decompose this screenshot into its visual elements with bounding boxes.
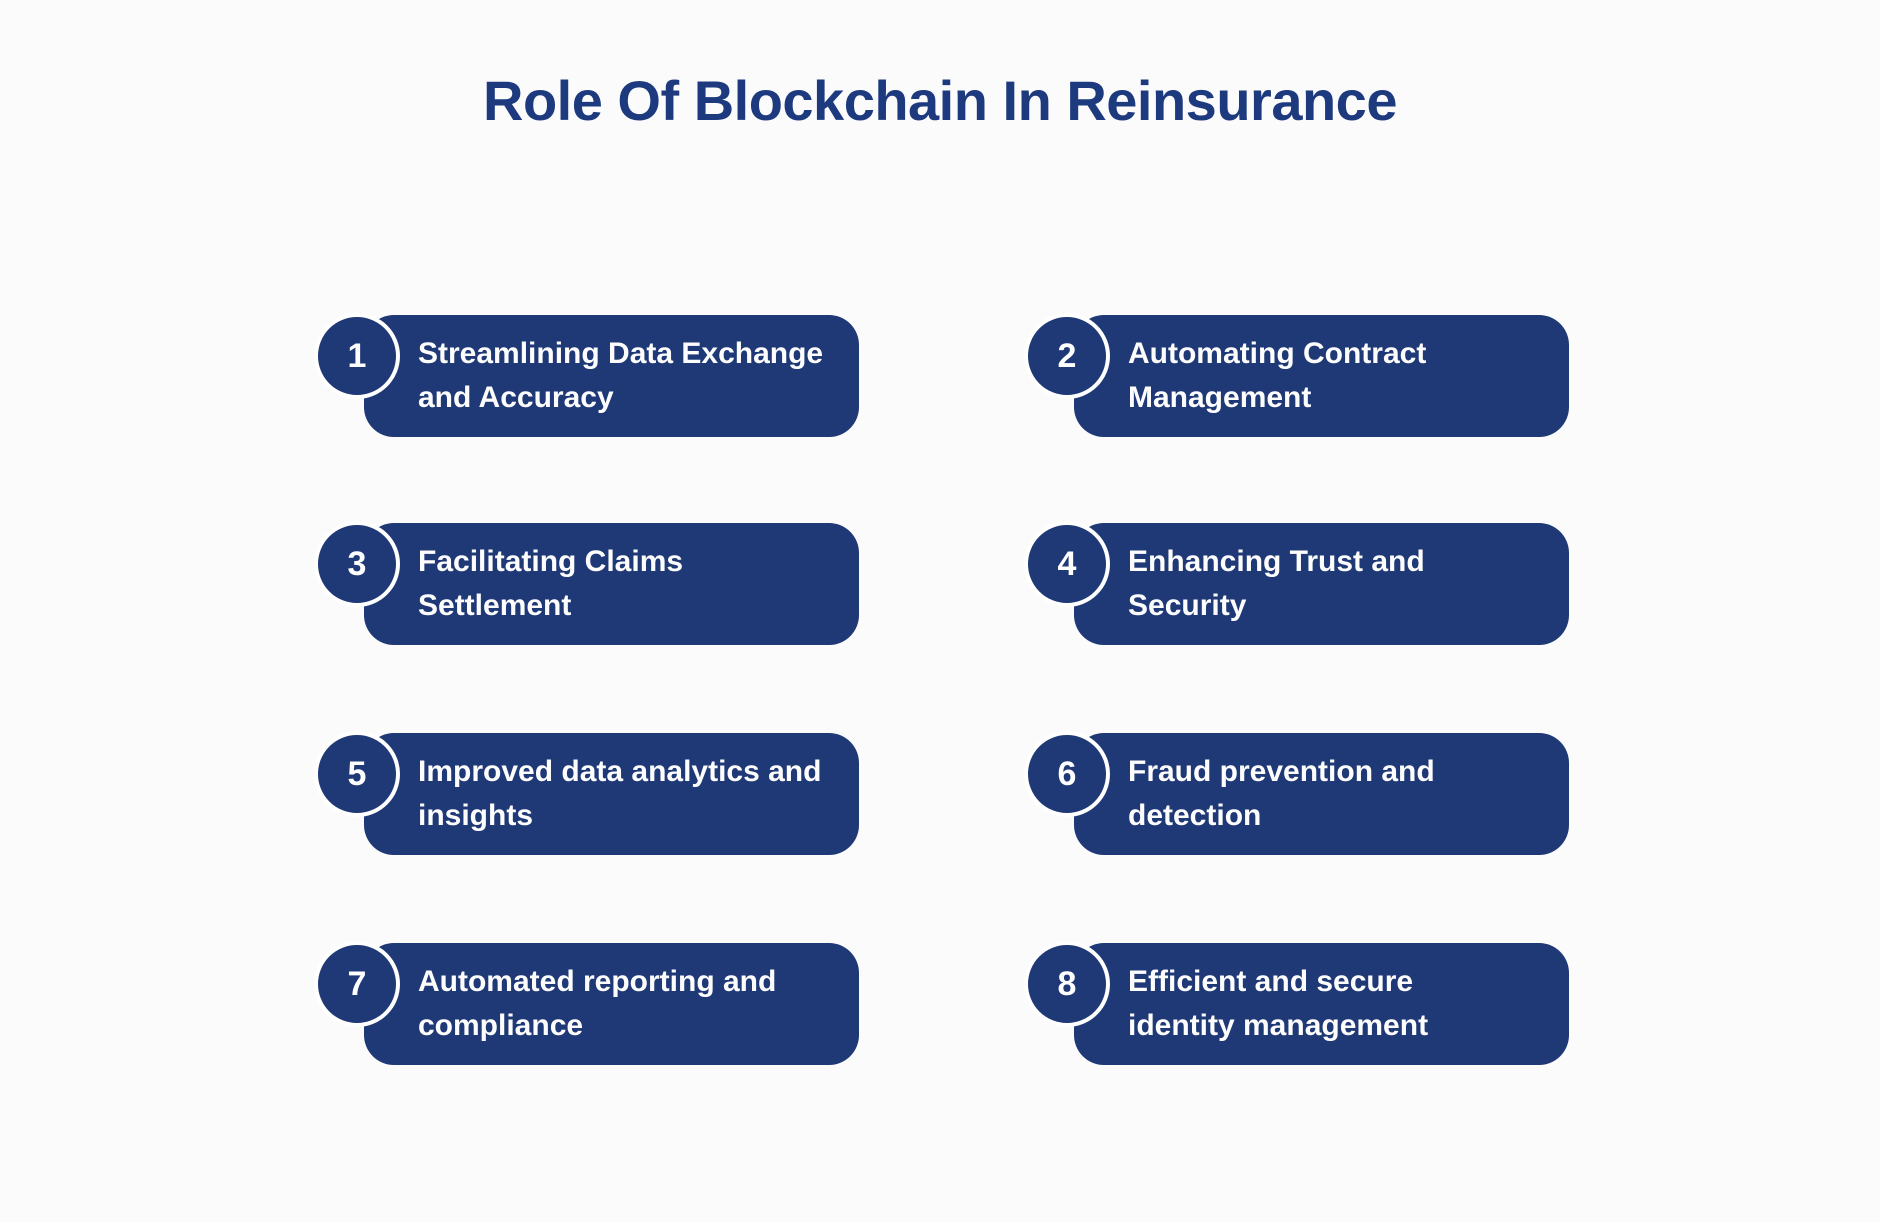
card-label-line-2: and Accuracy	[418, 381, 614, 414]
card-label-line-2: identity management	[1128, 1009, 1429, 1042]
card-label-line-1: Efficient and secure	[1128, 965, 1414, 998]
numbered-card: 7 Automated reporting and compliance	[314, 941, 859, 1065]
numbered-card: 2 Automating Contract Management	[1024, 313, 1569, 437]
number-badge: 7	[314, 941, 400, 1027]
card-label: Automating Contract Management	[1074, 332, 1436, 420]
number-badge-label: 2	[1057, 336, 1077, 375]
number-badge-label: 5	[347, 754, 367, 793]
card-label: Enhancing Trust and Security	[1074, 540, 1435, 628]
number-badge: 8	[1024, 941, 1110, 1027]
card-label-line-1: Automating Contract	[1128, 337, 1427, 370]
number-badge-label: 4	[1057, 544, 1077, 583]
number-badge: 1	[314, 313, 400, 399]
card-label-line-2: insights	[418, 799, 534, 832]
card-label-line-1: Fraud prevention and	[1128, 755, 1435, 788]
card-label-line-1: Automated reporting and	[418, 965, 777, 998]
card-label-line-1: Streamlining Data Exchange	[418, 337, 824, 370]
numbered-card: 3 Facilitating Claims Settlement	[314, 521, 859, 645]
card-label: Streamlining Data Exchange and Accuracy	[364, 332, 833, 420]
number-badge: 6	[1024, 731, 1110, 817]
number-badge-label: 6	[1057, 754, 1077, 793]
numbered-card: 4 Enhancing Trust and Security	[1024, 521, 1569, 645]
card-label-line-2: Settlement	[418, 589, 572, 622]
card-label: Automated reporting and compliance	[364, 960, 786, 1048]
card-label-line-2: detection	[1128, 799, 1262, 832]
page-title: Role Of Blockchain In Reinsurance	[483, 69, 1397, 132]
card-label: Facilitating Claims Settlement	[364, 540, 693, 628]
card-label-line-1: Enhancing Trust and	[1128, 545, 1425, 578]
number-badge-label: 7	[347, 964, 367, 1003]
card-label: Improved data analytics and insights	[364, 750, 831, 838]
number-badge: 4	[1024, 521, 1110, 607]
card-label: Fraud prevention and detection	[1074, 750, 1445, 838]
numbered-card: 6 Fraud prevention and detection	[1024, 731, 1569, 855]
card-label-line-2: compliance	[418, 1009, 584, 1042]
numbered-card: 5 Improved data analytics and insights	[314, 731, 859, 855]
numbered-card: 1 Streamlining Data Exchange and Accurac…	[314, 313, 859, 437]
card-label-line-2: Security	[1128, 589, 1247, 622]
number-badge: 5	[314, 731, 400, 817]
card-label-line-1: Facilitating Claims	[418, 545, 684, 578]
number-badge: 3	[314, 521, 400, 607]
number-badge-label: 1	[347, 336, 367, 375]
number-badge: 2	[1024, 313, 1110, 399]
card-label: Efficient and secure identity management	[1074, 960, 1438, 1048]
number-badge-label: 3	[347, 544, 367, 583]
number-badge-label: 8	[1057, 964, 1077, 1003]
card-label-line-2: Management	[1128, 381, 1312, 414]
numbered-card: 8 Efficient and secure identity manageme…	[1024, 941, 1569, 1065]
card-label-line-1: Improved data analytics and	[418, 755, 822, 788]
